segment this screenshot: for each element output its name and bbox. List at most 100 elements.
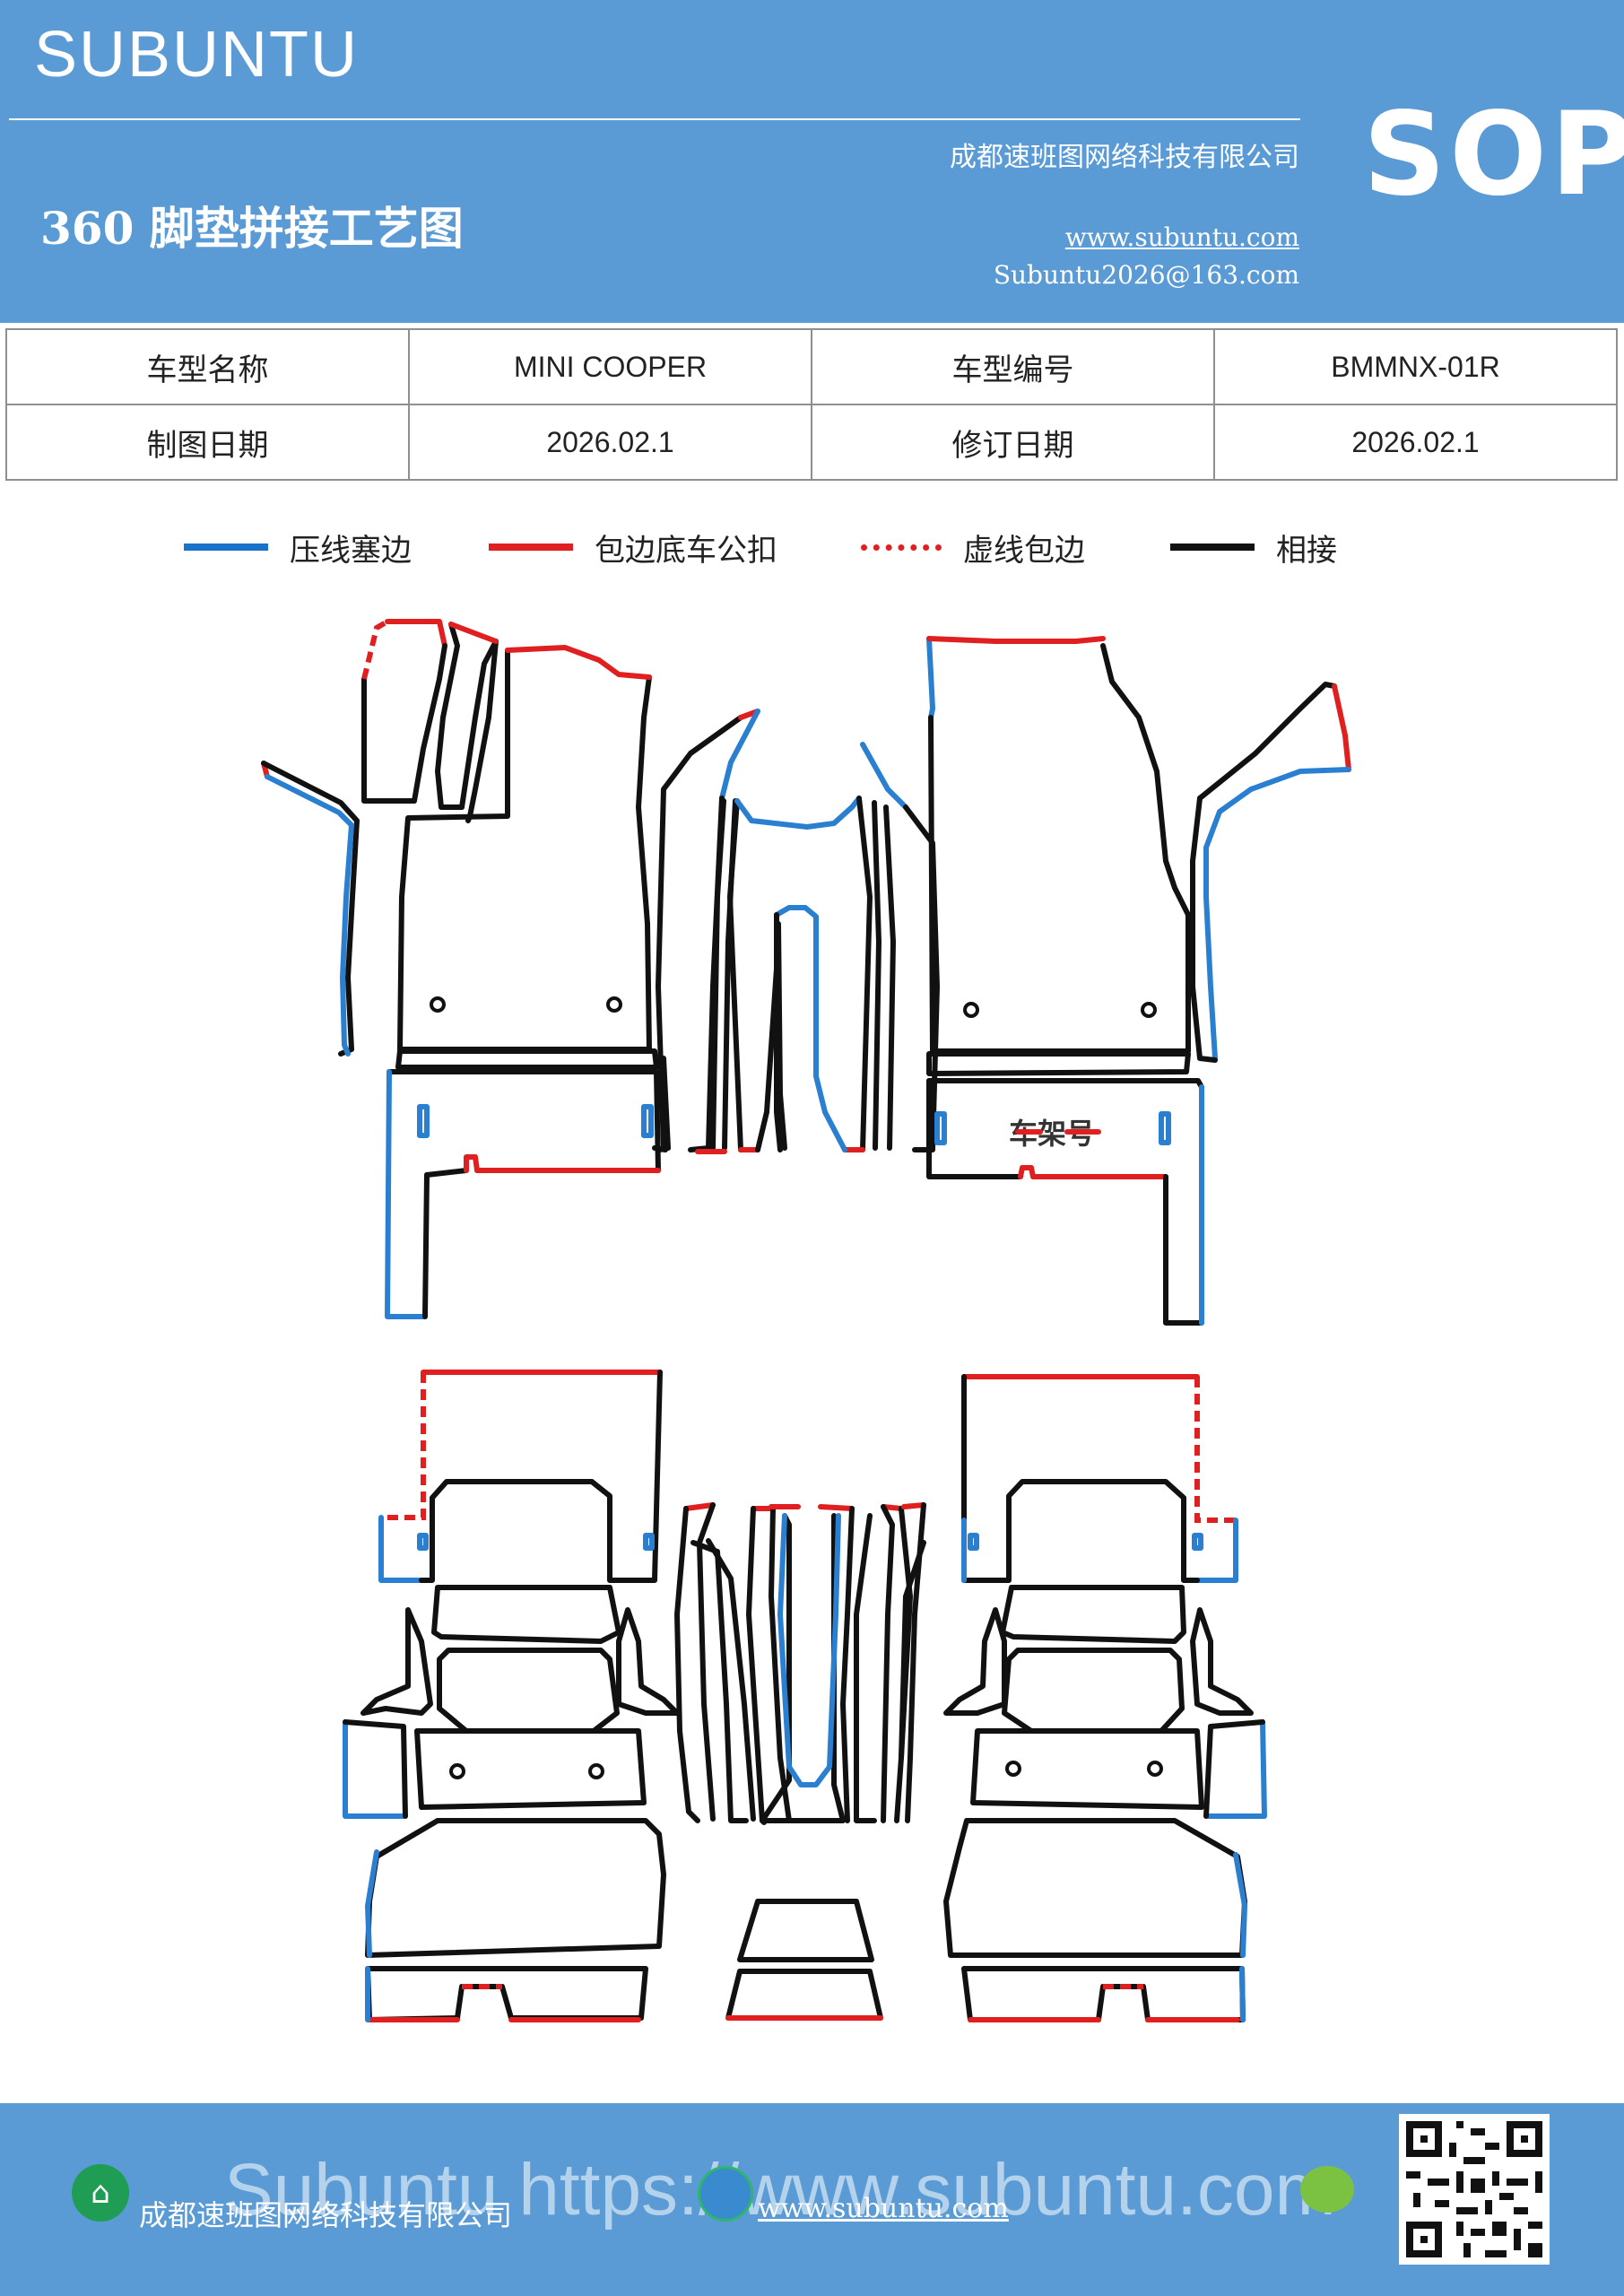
press-line-edge xyxy=(1233,1852,1247,1958)
brand-logo-text: SUBUNTU xyxy=(34,19,360,91)
press-line-edge xyxy=(860,742,908,810)
red-binding-edge xyxy=(464,1154,661,1173)
mat-piece xyxy=(1163,1174,1204,1326)
legend-label: 包边底车公扣 xyxy=(595,532,777,569)
press-line-edge xyxy=(1203,767,1351,1061)
mat-piece xyxy=(365,1966,648,2022)
press-line-edge xyxy=(1194,1518,1238,1583)
footer-watermark: Subuntu https://www.subuntu.com xyxy=(224,2149,1336,2231)
mat-hole xyxy=(1005,1761,1021,1777)
mat-piece xyxy=(961,1374,1200,1583)
mat-piece xyxy=(365,1818,666,1958)
mat-piece xyxy=(899,1540,926,1761)
mat-piece xyxy=(437,1648,620,1734)
mat-piece xyxy=(1002,1648,1185,1734)
red-binding-edge xyxy=(1332,683,1351,772)
red-dotted-swatch xyxy=(861,544,942,551)
blue-line-swatch xyxy=(184,544,268,551)
header-divider xyxy=(9,118,1300,120)
mat-piece xyxy=(776,921,787,1151)
mat-piece xyxy=(856,796,873,1152)
red-binding-edge xyxy=(448,622,499,644)
rear-left-mat-group xyxy=(343,1370,680,2022)
mat-piece xyxy=(697,1502,716,1822)
press-line-edge xyxy=(365,1849,379,1958)
email-address: Subuntu2026@163.com xyxy=(993,260,1299,290)
mat-piece xyxy=(854,1513,877,1823)
red-binding-edge xyxy=(818,1504,855,1511)
mat-hole xyxy=(1141,1002,1157,1018)
mat-piece xyxy=(1000,1585,1186,1644)
red-line-swatch xyxy=(489,544,573,551)
press-line-edge xyxy=(734,796,862,830)
mat-piece xyxy=(710,798,726,1151)
building-icon: ⌂ xyxy=(72,2164,129,2222)
red-binding-edge xyxy=(505,645,652,680)
wechat-icon xyxy=(1300,2166,1354,2213)
document-title: 360 脚垫拼接工艺图 xyxy=(40,202,464,255)
mat-piece xyxy=(431,1585,621,1644)
front-right-mat-group: 车架号 xyxy=(860,636,1351,1326)
mat-piece xyxy=(674,1506,700,1823)
legend-label: 压线塞边 xyxy=(290,532,412,569)
press-line-edge xyxy=(1239,1966,1246,2022)
qr-code xyxy=(1399,2114,1550,2265)
red-binding-edge xyxy=(926,636,1106,644)
mat-piece xyxy=(760,1513,846,1823)
mat-piece xyxy=(926,1078,1204,1090)
rear-right-mat-group xyxy=(943,1374,1267,2022)
clip-slot xyxy=(968,1533,979,1551)
floor-mat-splicing-diagram: 车架号 xyxy=(261,619,1351,2022)
red-binding-edge xyxy=(1018,1165,1168,1179)
mat-piece xyxy=(943,1607,1007,1716)
mat-piece xyxy=(1190,796,1218,1063)
mat-piece xyxy=(360,1607,433,1716)
press-line-edge xyxy=(774,905,847,1152)
mat-piece xyxy=(737,1899,874,1962)
mat-piece xyxy=(881,1504,895,1823)
legend-item-joined: 相接 xyxy=(1170,520,1337,574)
mat-piece xyxy=(943,1818,1247,1958)
line-legend: 压线塞边 包边底车公扣 虚线包边 相接 xyxy=(0,520,1624,574)
clip-slot xyxy=(1159,1111,1171,1145)
globe-icon xyxy=(698,2166,753,2222)
mat-hole xyxy=(606,996,622,1013)
mat-hole xyxy=(1147,1761,1163,1777)
red-binding-edge xyxy=(683,1502,716,1511)
mat-piece xyxy=(872,800,881,1151)
table-row: 制图日期 2026.02.1 修订日期 2026.02.1 xyxy=(5,404,1618,481)
footer-website-link[interactable]: www.subuntu.com xyxy=(758,2193,1009,2224)
vehicle-info-table: 车型名称 MINI COOPER 车型编号 BMMNX-01R 制图日期 202… xyxy=(5,328,1618,481)
draw-date-value: 2026.02.1 xyxy=(408,404,812,481)
table-row: 车型名称 MINI COOPER 车型编号 BMMNX-01R xyxy=(5,328,1618,405)
press-line-edge xyxy=(265,774,354,1057)
mat-piece xyxy=(727,798,743,1152)
qr-code-pattern xyxy=(1399,2114,1550,2265)
press-line-edge xyxy=(926,636,935,720)
legend-item-dotted-binding: 虚线包边 xyxy=(861,520,1085,574)
press-line-edge xyxy=(385,1069,428,1319)
red-binding-edge xyxy=(385,619,447,648)
mat-piece xyxy=(840,1506,855,1823)
mat-hole xyxy=(430,996,446,1013)
mat-piece xyxy=(386,1069,661,1173)
mat-piece xyxy=(1197,682,1337,801)
company-name: 成都速班图网络科技有限公司 xyxy=(950,142,1299,173)
mat-piece xyxy=(725,1969,883,2021)
footer-banner: Subuntu https://www.subuntu.com ⌂ 成都速班图网… xyxy=(0,2103,1624,2296)
mat-piece xyxy=(656,715,743,1152)
clip-slot xyxy=(934,1111,947,1145)
model-code-label: 车型编号 xyxy=(811,328,1215,405)
mat-piece xyxy=(361,676,442,804)
mat-hole xyxy=(449,1763,465,1779)
legend-label: 虚线包边 xyxy=(963,532,1085,569)
press-line-edge xyxy=(719,709,760,801)
mat-piece xyxy=(970,1728,1204,1810)
mat-piece xyxy=(961,1966,1246,2022)
black-line-swatch xyxy=(1170,544,1255,551)
legend-label: 相接 xyxy=(1276,532,1337,569)
dotted-binding-edge xyxy=(361,619,389,680)
mat-piece xyxy=(926,1078,1023,1179)
website-link[interactable]: www.subuntu.com xyxy=(1064,222,1299,252)
sop-badge: SOP xyxy=(1363,88,1624,222)
